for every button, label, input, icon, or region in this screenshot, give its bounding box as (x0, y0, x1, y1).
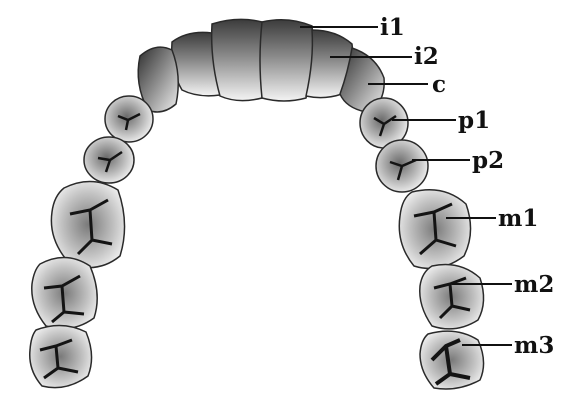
label-i1: i1 (380, 14, 405, 41)
tooth-right-i1 (260, 20, 313, 101)
tooth-left-m2 (32, 257, 97, 328)
label-p1: p1 (458, 107, 490, 134)
label-c: c (432, 71, 446, 98)
label-p2: p2 (472, 147, 504, 174)
tooth-right-m3 (420, 331, 484, 389)
tooth-left-i1 (212, 19, 264, 100)
label-m2: m2 (514, 271, 554, 298)
label-m1: m1 (498, 205, 538, 232)
label-m3: m3 (514, 332, 554, 359)
tooth-left-m3 (30, 325, 92, 387)
tooth-left-m1 (51, 181, 124, 267)
label-i2: i2 (414, 43, 439, 70)
